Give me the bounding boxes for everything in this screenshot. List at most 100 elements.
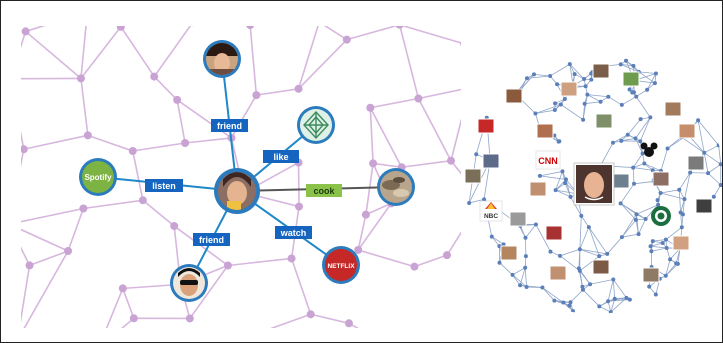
mesh-link	[67, 208, 85, 252]
mesh-node	[315, 18, 323, 26]
globe-link	[579, 248, 600, 257]
mesh-node	[181, 139, 190, 148]
globe-link	[535, 104, 562, 114]
mesh-link	[323, 26, 348, 41]
globe-node	[652, 81, 657, 86]
mickey-logo-tile[interactable]	[640, 142, 658, 158]
globe-photo-thumbnail[interactable]	[642, 267, 660, 283]
globe-link	[620, 202, 646, 220]
globe-photo-thumbnail[interactable]	[529, 181, 547, 197]
globe-node	[631, 63, 636, 68]
globe-node	[649, 249, 654, 254]
globe-photo-thumbnail[interactable]	[595, 113, 613, 129]
globe-photo-thumbnail[interactable]	[622, 71, 640, 87]
globe-link	[599, 305, 612, 313]
globe-photo-thumbnail[interactable]	[500, 245, 518, 261]
globe-node	[577, 247, 582, 252]
mesh-link	[17, 340, 98, 342]
mesh-link	[348, 322, 360, 328]
mesh-link	[417, 98, 452, 162]
nbc-logo-tile[interactable]: NBC	[479, 200, 503, 222]
globe-node	[497, 260, 502, 265]
globe-photo-thumbnail[interactable]	[612, 173, 630, 189]
mesh-link	[21, 228, 69, 252]
globe-link	[555, 171, 563, 191]
globe-link	[524, 267, 528, 287]
mesh-node	[460, 41, 461, 47]
edge-label-text: watch	[280, 228, 307, 238]
mesh-node	[21, 27, 30, 36]
globe-link	[469, 198, 485, 204]
globe-node	[597, 254, 602, 259]
globe-photo-thumbnail[interactable]	[505, 88, 523, 104]
globe-node	[618, 62, 623, 67]
globe-node	[518, 283, 523, 288]
globe-node	[612, 296, 617, 301]
globe-photo-thumbnail[interactable]	[482, 153, 500, 169]
globe-link	[533, 73, 551, 77]
friend-top-avatar[interactable]	[203, 40, 241, 78]
mesh-link	[83, 199, 143, 210]
globe-node	[570, 309, 575, 314]
globe-link	[579, 215, 582, 250]
globe-link	[584, 101, 601, 105]
globe-link	[718, 145, 722, 165]
mesh-node	[76, 74, 85, 83]
globe-link	[632, 167, 635, 184]
globe-link	[704, 152, 721, 165]
globe-photo-thumbnail[interactable]	[592, 259, 610, 275]
globe-node	[553, 188, 558, 193]
globe-photo-thumbnail[interactable]	[592, 63, 610, 79]
edge-label-watch: watch	[275, 226, 312, 239]
globe-photo-thumbnail[interactable]	[678, 123, 696, 139]
mesh-node	[410, 262, 419, 271]
globe-link	[650, 242, 663, 247]
globe-link	[665, 259, 671, 276]
mesh-node	[83, 8, 91, 16]
globe-photo-thumbnail[interactable]	[545, 225, 563, 241]
globe-node	[677, 187, 682, 192]
mesh-link	[399, 26, 420, 99]
food-photo[interactable]	[377, 168, 415, 206]
globe-link	[582, 289, 600, 307]
globe-node	[497, 244, 502, 249]
globe-node	[608, 310, 613, 314]
globe-photo-thumbnail[interactable]	[536, 123, 554, 139]
liked-brand-icon[interactable]	[297, 106, 335, 144]
globe-node	[572, 72, 577, 77]
globe-photo-thumbnail[interactable]	[695, 198, 713, 214]
globe-node	[524, 284, 529, 289]
globe-node	[581, 117, 586, 122]
mesh-link	[184, 137, 232, 144]
globe-link	[535, 109, 555, 114]
mesh-node	[442, 251, 451, 260]
mesh-link	[297, 26, 319, 90]
globe-photo-thumbnail[interactable]	[687, 155, 705, 171]
globe-link	[678, 172, 691, 191]
globe-photo-thumbnail[interactable]	[477, 118, 495, 134]
globe-link	[608, 299, 630, 302]
friend-bottom-avatar[interactable]	[170, 264, 208, 302]
mesh-node	[13, 336, 21, 342]
netflix-icon[interactable]: NETFLIX	[322, 246, 360, 284]
globe-node	[597, 304, 602, 309]
mesh-node	[118, 284, 127, 293]
globe-node	[589, 77, 594, 82]
globe-photo-thumbnail[interactable]	[509, 211, 527, 227]
globe-photo-thumbnail[interactable]	[664, 101, 682, 117]
globe-node	[711, 194, 716, 199]
globe-photo-thumbnail[interactable]	[464, 168, 482, 184]
cnn-logo-tile[interactable]: CNN	[535, 150, 561, 170]
globe-photo-thumbnail[interactable]	[652, 171, 670, 187]
globe-node	[668, 257, 673, 262]
globe-photo-thumbnail[interactable]	[560, 81, 578, 97]
globe-link	[644, 163, 662, 172]
globe-photo-thumbnail[interactable]	[549, 265, 567, 281]
starbucks-logo-tile[interactable]	[651, 206, 671, 226]
globe-photo-thumbnail[interactable]	[672, 235, 690, 251]
globe-link	[606, 236, 623, 255]
mesh-link	[346, 26, 399, 41]
spotify-icon[interactable]: Spotify	[79, 158, 117, 196]
featured-person-photo[interactable]	[573, 162, 615, 206]
center-person-avatar[interactable]	[214, 168, 260, 214]
